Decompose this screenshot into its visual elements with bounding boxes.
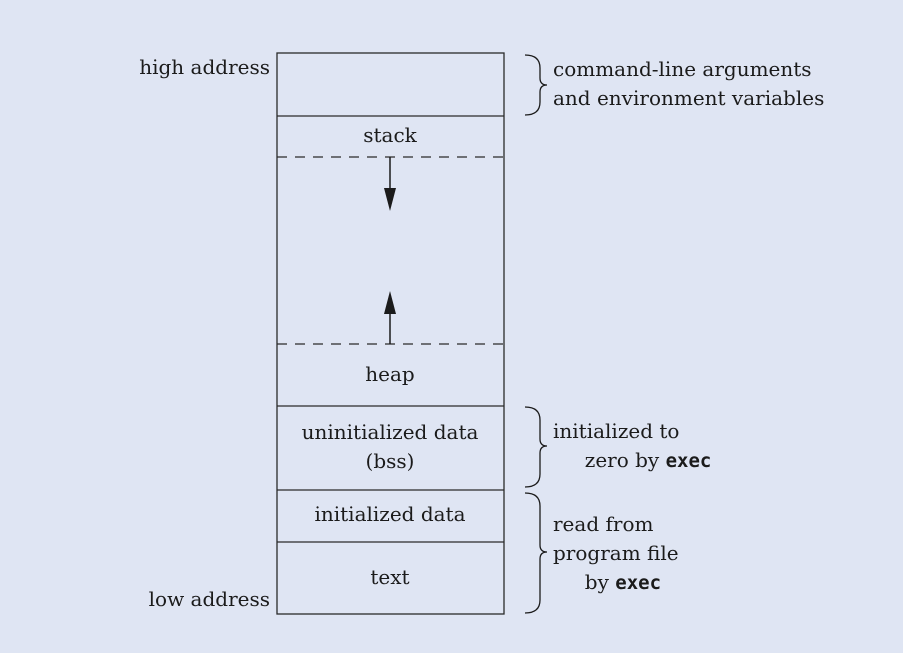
heap-label: heap	[365, 362, 414, 386]
exec-code: exec	[666, 450, 712, 472]
program-annotation-line3: by exec	[553, 570, 680, 594]
initialized-data-label: initialized data	[314, 502, 465, 526]
args-annotation-line1: command-line arguments	[553, 57, 812, 81]
args-annotation-line2: and environment variables	[553, 86, 824, 110]
stack-growth-down-arrow	[384, 157, 396, 211]
stack-label: stack	[363, 123, 417, 147]
program-brace	[524, 492, 548, 614]
bss-label-line2: (bss)	[366, 449, 415, 473]
bss-annotation-line2: zero by exec	[553, 448, 730, 472]
low-address-label: low address	[149, 587, 270, 611]
memory-box	[276, 52, 505, 615]
bss-annotation-prefix: zero by	[585, 448, 666, 472]
heap-growth-up-arrow	[384, 291, 396, 344]
exec-code: exec	[615, 572, 661, 594]
program-annotation-prefix: by	[585, 570, 615, 594]
bss-brace	[524, 406, 548, 488]
args-brace	[524, 54, 548, 116]
program-annotation-line2: program file	[553, 541, 679, 565]
program-annotation-line1: read from	[553, 512, 653, 536]
bss-label-line1: uninitialized data	[302, 420, 479, 444]
high-address-label: high address	[139, 55, 270, 79]
bss-annotation-line1: initialized to	[553, 419, 679, 443]
text-segment-label: text	[370, 565, 409, 589]
